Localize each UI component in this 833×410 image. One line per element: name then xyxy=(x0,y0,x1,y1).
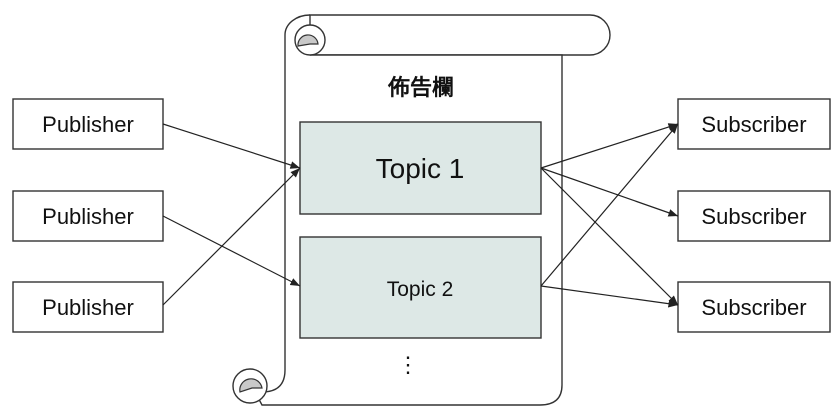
arrow-topic1-subscriber1 xyxy=(540,123,679,169)
arrow-publisher3-topic1 xyxy=(162,167,301,306)
subscriber-box-3: Subscriber xyxy=(677,281,831,333)
subscriber-label-1: Subscriber xyxy=(701,112,806,137)
publisher-label-3: Publisher xyxy=(42,295,134,320)
publisher-label-1: Publisher xyxy=(42,112,134,137)
subscriber-label-3: Subscriber xyxy=(701,295,806,320)
publisher-box-3: Publisher xyxy=(12,281,164,333)
arrow-topic1-subscriber2 xyxy=(540,167,679,217)
arrow-publisher2-topic2 xyxy=(162,215,301,287)
subscriber-box-1: Subscriber xyxy=(677,98,831,150)
scroll-top-curl xyxy=(294,24,326,56)
topic-label-1: Topic 1 xyxy=(376,153,465,184)
more-topics-indicator: ⋮ xyxy=(397,352,419,377)
board-title: 佈告欄 xyxy=(387,75,454,101)
topic-box-2: Topic 2 xyxy=(299,236,542,339)
publisher-box-2: Publisher xyxy=(12,190,164,242)
topic-label-2: Topic 2 xyxy=(387,278,454,301)
arrow-topic2-subscriber1 xyxy=(540,123,679,287)
publisher-box-1: Publisher xyxy=(12,98,164,150)
subscriber-box-2: Subscriber xyxy=(677,190,831,242)
topic-box-1: Topic 1 xyxy=(299,121,542,215)
arrow-topic2-subscriber3 xyxy=(540,285,679,308)
arrow-publisher1-topic1 xyxy=(162,123,301,169)
scroll-bottom-curl xyxy=(232,368,268,404)
subscriber-label-2: Subscriber xyxy=(701,204,806,229)
arrow-topic1-subscriber3 xyxy=(540,167,679,306)
publisher-label-2: Publisher xyxy=(42,204,134,229)
connection-arrows xyxy=(162,123,679,308)
